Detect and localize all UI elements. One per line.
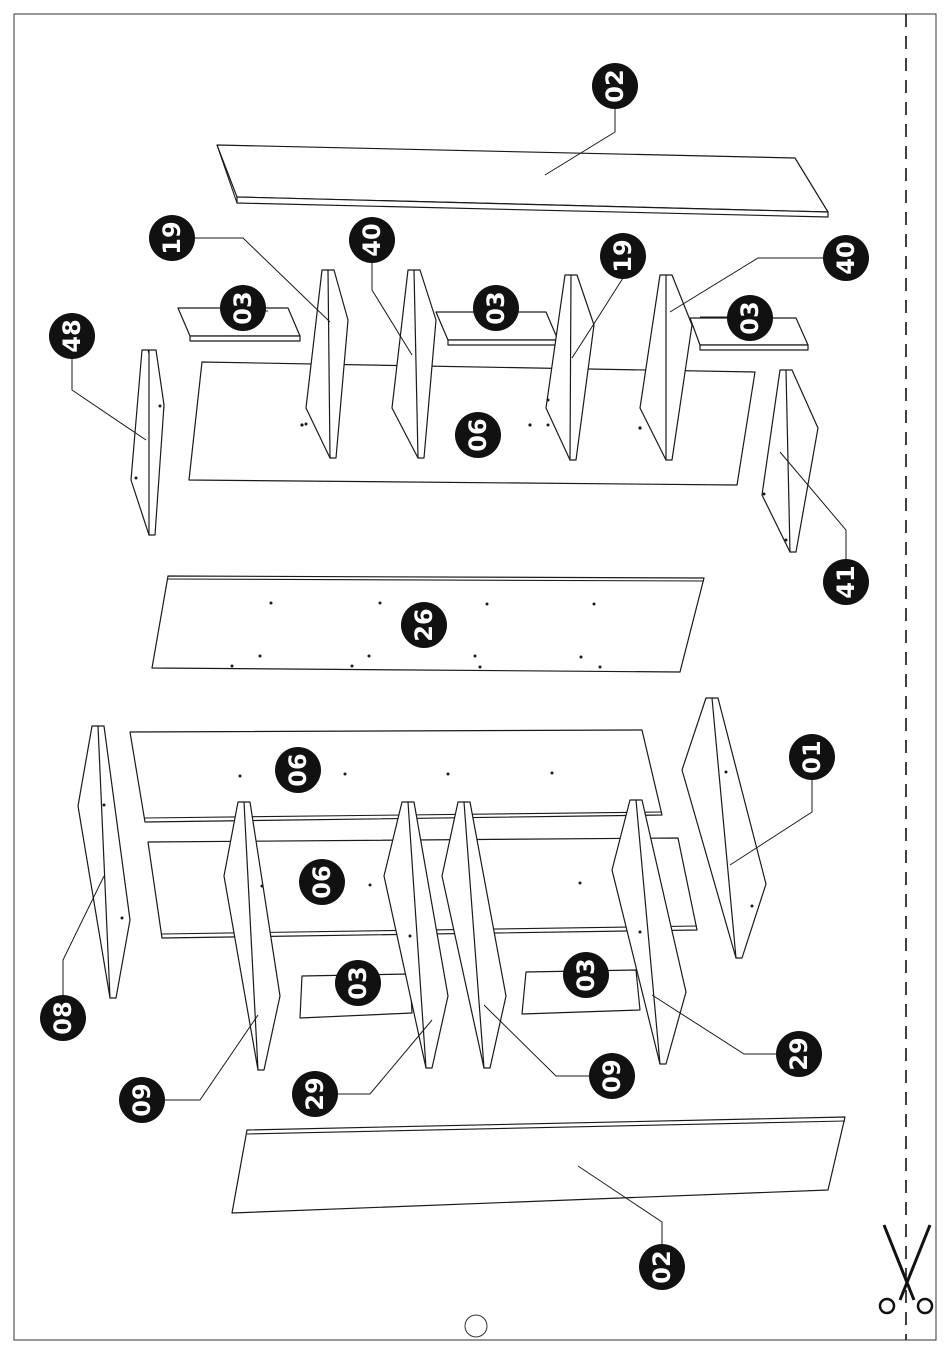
part-badge-03-lower-right: 03 (563, 952, 609, 998)
panel-02-top (217, 145, 828, 217)
part-badge-41: 41 (823, 559, 869, 605)
panel-48 (131, 350, 164, 535)
part-badge-19-left: 19 (149, 215, 195, 261)
part-badge-09-right: 09 (589, 1053, 635, 1099)
part-label-06-lower-top: 06 (284, 753, 312, 786)
part-label-03-upper-left: 03 (229, 291, 257, 324)
part-label-02-bottom: 02 (648, 1250, 676, 1283)
part-badge-03-upper-left: 03 (220, 285, 266, 331)
part-badge-26: 26 (401, 602, 447, 648)
part-label-08: 08 (49, 1001, 77, 1034)
part-label-09-left: 09 (128, 1083, 156, 1116)
part-label-06-lower-bottom: 06 (308, 865, 336, 898)
part-badge-02-top: 02 (592, 63, 638, 109)
panel-06-lower-top (130, 730, 662, 822)
part-badge-06-lower-top: 06 (275, 747, 321, 793)
part-badge-03-upper-right: 03 (727, 295, 773, 341)
leader-lines (63, 108, 846, 1245)
part-label-40-right: 40 (832, 241, 860, 274)
part-badge-03-lower-left: 03 (335, 960, 381, 1006)
part-badge-01: 01 (789, 734, 835, 780)
panel-08 (78, 726, 130, 998)
part-label-41: 41 (832, 565, 860, 598)
part-label-01: 01 (798, 740, 826, 773)
part-label-02-top: 02 (601, 69, 629, 102)
part-label-19-right: 19 (609, 239, 637, 272)
part-label-26: 26 (410, 608, 438, 641)
part-label-06-upper: 06 (464, 418, 492, 451)
part-badge-29-left: 29 (292, 1071, 338, 1117)
part-label-19-left: 19 (158, 221, 186, 254)
part-label-29-right: 29 (785, 1037, 813, 1070)
part-label-03-upper-right: 03 (736, 301, 764, 334)
part-badge-06-upper: 06 (455, 412, 501, 458)
part-badge-19-right: 19 (600, 233, 646, 279)
part-badge-02-bottom: 02 (639, 1244, 685, 1290)
part-badge-40-right: 40 (823, 235, 869, 281)
part-label-48: 48 (58, 319, 86, 352)
part-label-29-left: 29 (301, 1077, 329, 1110)
part-badge-03-upper-middle: 03 (473, 285, 519, 331)
part-label-03-lower-left: 03 (344, 966, 372, 999)
panel-02-bottom (232, 1117, 845, 1213)
part-label-40-left: 40 (358, 223, 386, 256)
part-label-03-lower-right: 03 (572, 958, 600, 991)
part-badge-08: 08 (40, 995, 86, 1041)
part-badge-40-left: 40 (349, 217, 395, 263)
part-badge-06-lower-bottom: 06 (299, 859, 345, 905)
page-marker-circle (465, 1315, 487, 1337)
part-badge-09-left: 09 (119, 1077, 165, 1123)
part-label-09-right: 09 (598, 1059, 626, 1092)
part-badge-48: 48 (49, 313, 95, 359)
part-badge-29-right: 29 (776, 1031, 822, 1077)
panel-41 (762, 370, 818, 552)
part-label-03-upper-middle: 03 (482, 291, 510, 324)
